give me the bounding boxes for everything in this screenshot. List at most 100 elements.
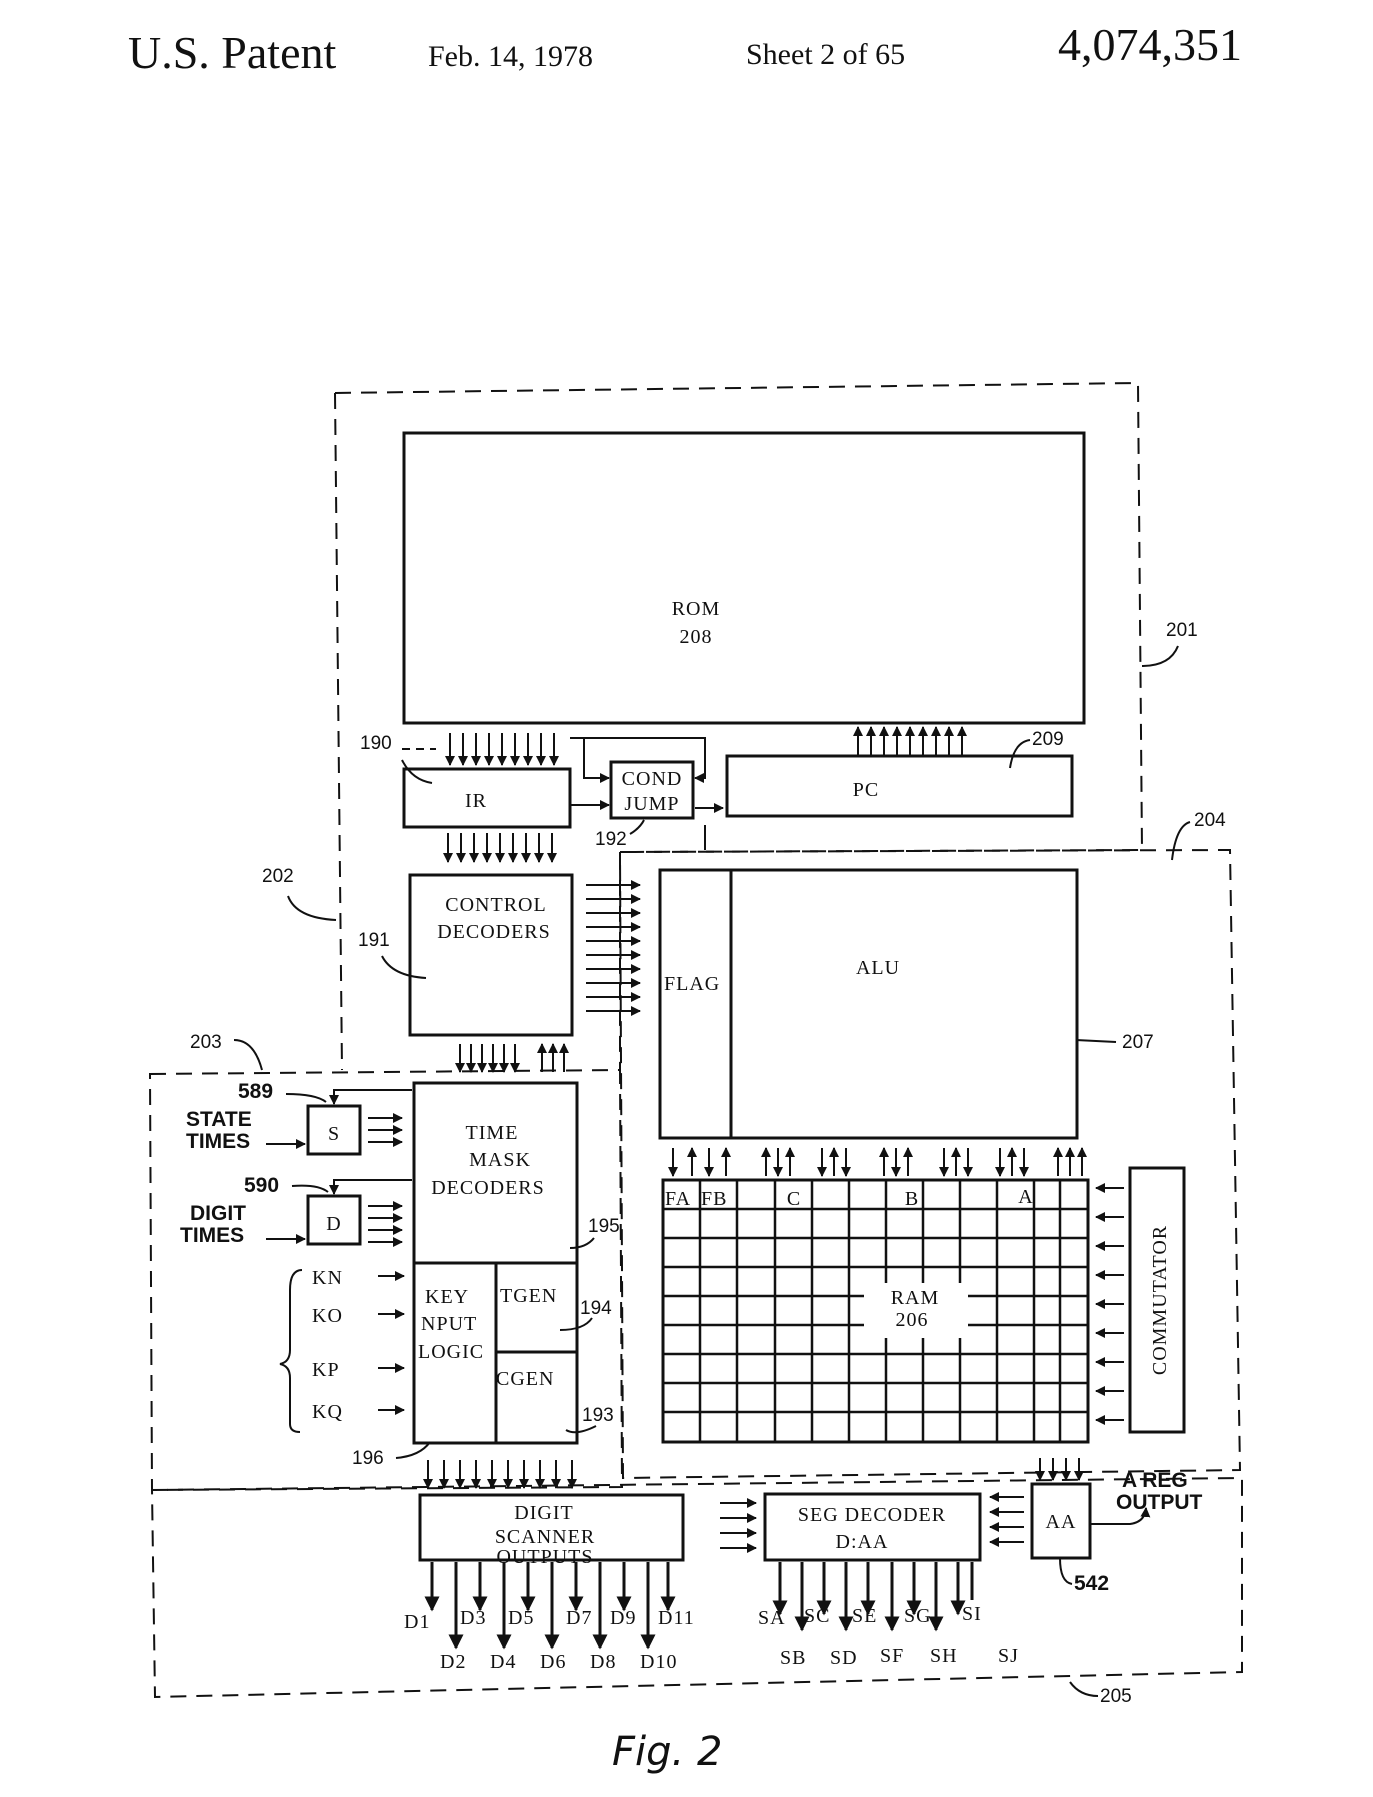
seg-sa: SA (758, 1607, 786, 1629)
digit-d3: D3 (460, 1607, 486, 1629)
state-times-line2: TIMES (186, 1130, 250, 1153)
commutator-block (1128, 1166, 1186, 1434)
ir-label: IR (465, 790, 487, 812)
seg-decoder-line1: SEG DECODER (798, 1504, 946, 1526)
time-label: TIME (466, 1122, 519, 1144)
ref-194: 194 (580, 1298, 612, 1319)
ir-to-control-bus (443, 833, 557, 863)
seg-decoder-line2: D:AA (836, 1531, 889, 1553)
ref-191: 191 (358, 930, 390, 951)
control-decoders-block (408, 873, 574, 1037)
cgen-label: CGEN (496, 1368, 554, 1390)
s-flipflop-block (306, 1104, 362, 1156)
digit-d10: D10 (640, 1651, 677, 1673)
control-to-timemask-bus (455, 1043, 569, 1073)
figure-caption: Fig. 2 (612, 1729, 722, 1775)
ram-block (661, 1178, 1090, 1444)
flag-label: FLAG (664, 973, 720, 995)
ram-ref: 206 (896, 1309, 929, 1331)
digit-d5: D5 (508, 1607, 534, 1629)
seg-sf: SF (880, 1645, 904, 1667)
ref-589: 589 (238, 1080, 273, 1103)
d-label: D (326, 1213, 341, 1235)
pc-block (725, 754, 1074, 818)
pc-label: PC (853, 779, 879, 801)
ref-190-leader (401, 759, 433, 784)
ref-195: 195 (588, 1216, 620, 1237)
digit-scanner-block (418, 1493, 685, 1562)
aa-label: AA (1046, 1511, 1077, 1533)
seg-decoder-block (763, 1492, 982, 1562)
ref-207-leader (1075, 1039, 1117, 1043)
ref-203: 203 (190, 1032, 222, 1053)
control-label: CONTROL (445, 894, 546, 916)
ref-204-leader (1171, 821, 1191, 861)
patent-label: U.S. Patent (128, 27, 337, 78)
ref-201: 201 (1166, 620, 1198, 641)
cond-label: COND (622, 768, 683, 790)
s-to-timemask-bus (368, 1113, 403, 1147)
digit-times-line1: DIGIT (190, 1202, 246, 1225)
decoders-tm-label: DECODERS (431, 1177, 545, 1199)
s-label: S (328, 1123, 340, 1145)
rom-to-ir-bus (445, 733, 559, 766)
key-ko: KO (312, 1305, 343, 1327)
rom-block (402, 431, 1086, 725)
decoders-label: DECODERS (437, 921, 551, 943)
ref-203-leader (233, 1039, 263, 1071)
ir-to-cond-line (570, 737, 610, 783)
ref-193-leader (565, 1425, 597, 1434)
ref-192-leader (629, 819, 645, 835)
ref-542: 542 (1074, 1572, 1109, 1595)
ref-204: 204 (1194, 810, 1226, 831)
aa-to-segdecoder-bus (989, 1492, 1024, 1547)
digit-d8: D8 (590, 1651, 616, 1673)
seg-si: SI (962, 1603, 982, 1625)
ram-label: RAM (891, 1287, 940, 1309)
digit-d2: D2 (440, 1651, 466, 1673)
digit-d9: D9 (610, 1607, 636, 1629)
a-reg-output-line (1090, 1507, 1151, 1525)
d-flipflop-block (306, 1194, 362, 1246)
region-201-boundary (334, 381, 1144, 1071)
ref-191-leader (381, 955, 427, 979)
time-mask-decoders-block (412, 1081, 579, 1265)
digit-scanner-line1: DIGIT (514, 1502, 573, 1524)
ref-542-leader (1059, 1557, 1073, 1585)
patent-date: Feb. 14, 1978 (428, 40, 593, 73)
commutator-label: COMMUTATOR (1149, 1225, 1171, 1375)
commutator-to-ram-bus (1095, 1183, 1124, 1425)
seg-se: SE (852, 1605, 877, 1627)
digit-scanner-line2: SCANNER (495, 1526, 595, 1548)
digit-d4: D4 (490, 1651, 516, 1673)
ram-col-a: A (1018, 1186, 1033, 1208)
cond-feedback-line (584, 737, 706, 783)
key-label: KEY (425, 1286, 469, 1308)
ref-209: 209 (1032, 729, 1064, 750)
ref-202-leader (287, 895, 337, 921)
d-feedback-line (329, 1179, 412, 1195)
digit-times-line2: TIMES (180, 1224, 244, 1247)
seg-sh: SH (930, 1645, 958, 1667)
ref-209-leader (1009, 739, 1031, 769)
cond-jump-block (609, 760, 695, 820)
a-reg-output-line1: A REG (1122, 1469, 1188, 1492)
alu-label: ALU (856, 957, 900, 979)
digit-d6: D6 (540, 1651, 566, 1673)
timing-to-segdecoder-bus (720, 1498, 757, 1553)
d-to-timemask-bus (368, 1201, 403, 1247)
state-times-line1: STATE (186, 1108, 252, 1131)
ram-to-aa-bus (1035, 1458, 1084, 1481)
ram-col-b: B (905, 1188, 919, 1210)
ref-589-leader (285, 1093, 327, 1103)
keylogic-to-scanner-bus (423, 1460, 577, 1489)
ram-col-fa: FA (665, 1188, 691, 1210)
ref-590: 590 (244, 1174, 279, 1197)
sheet-number: Sheet 2 of 65 (746, 38, 906, 71)
ref-190: 190 (360, 733, 392, 754)
alu-block (658, 868, 1079, 1140)
key-kn: KN (312, 1267, 343, 1289)
seg-sb: SB (780, 1647, 806, 1669)
